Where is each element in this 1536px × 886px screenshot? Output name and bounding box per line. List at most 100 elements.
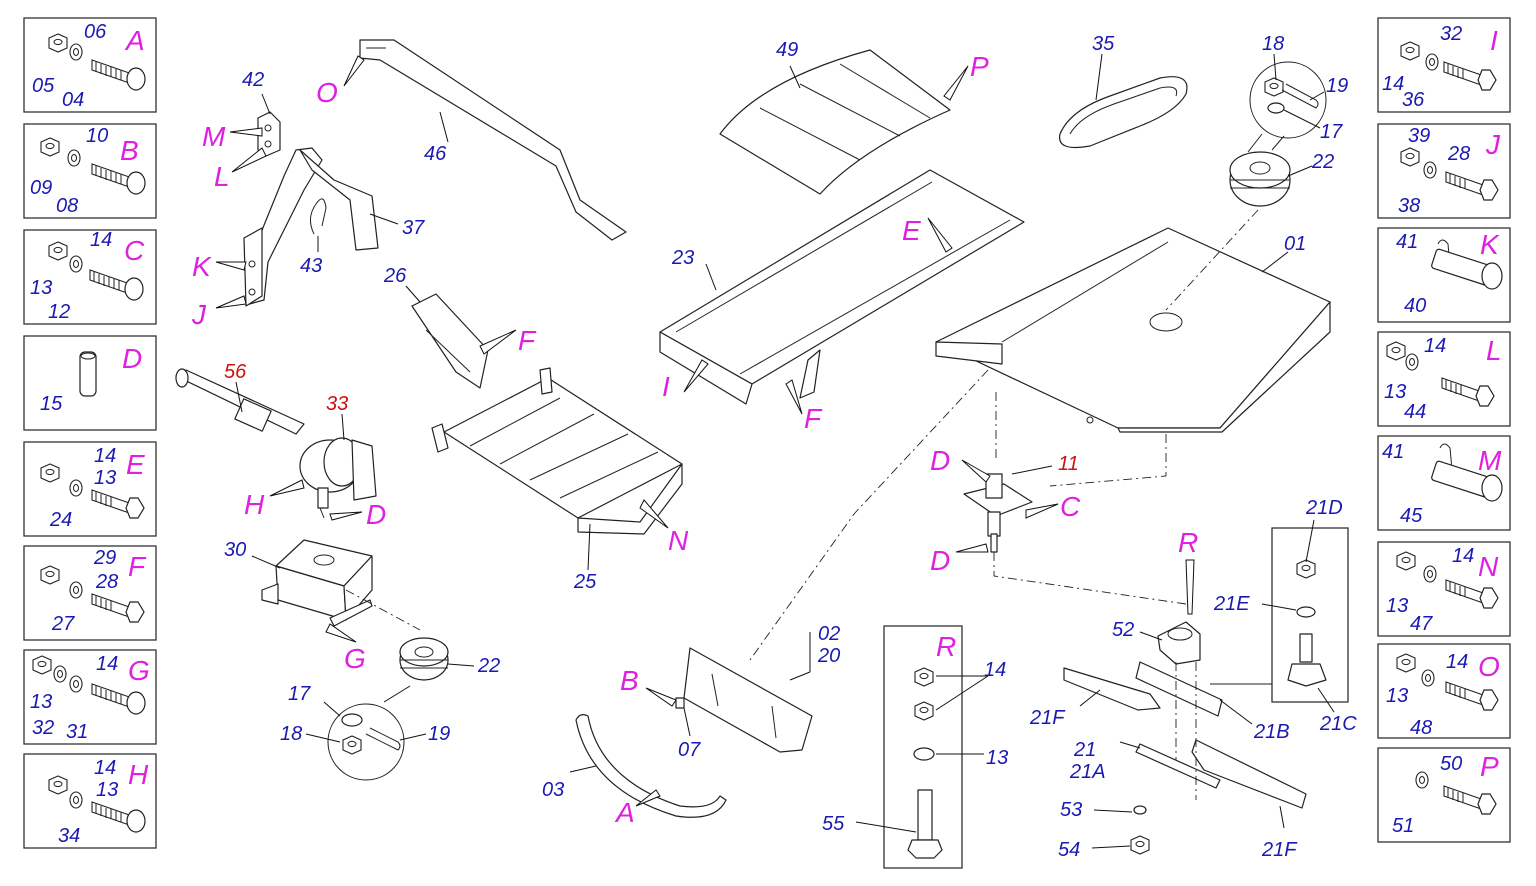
skid-frame [431,367,683,571]
box-num: 34 [58,825,80,847]
detail-box-F: F 29 28 27 [23,545,157,641]
callout-54: 54 [1058,839,1080,861]
box-num: 05 [32,75,55,97]
letter-O: O [316,77,338,108]
box-letter-O: O [1478,651,1500,682]
letter-I: I [662,371,670,402]
box-num: 09 [30,177,52,199]
pto-shaft [175,368,305,435]
letter-F2: F [804,403,823,434]
callout-25: 25 [573,571,597,593]
callout-30: 30 [224,539,246,561]
pointer-arrow [639,499,669,529]
box-letter-A: A [124,25,145,56]
letter-A: A [614,797,635,828]
detail-box-G: G 14 13 32 31 [23,649,157,745]
box-num: 14 [1424,335,1446,357]
callout-21A: 21A [1069,761,1106,783]
letter-R1: R [936,631,956,662]
pointer-arrow [785,379,803,415]
callout-21B: 21B [1253,721,1290,743]
detail-box-I: I 32 14 36 [1377,17,1511,113]
pointer-arrow [927,217,953,253]
detail-box-H: H 14 13 34 [23,753,157,849]
box-letter-M: M [1478,445,1502,476]
box-num: 47 [1410,613,1433,635]
letter-N: N [668,525,689,556]
box-num: 36 [1402,89,1425,111]
box-num: 13 [1386,595,1408,617]
box-num: 29 [93,547,116,569]
shield-cover [719,49,951,195]
detail-box-P: P 50 51 [1377,747,1511,843]
letter-G: G [344,643,366,674]
pointer-arrow [479,329,517,355]
letter-K: K [192,251,212,282]
box-letter-F: F [128,551,147,582]
box-num: 45 [1400,505,1423,527]
callout-55: 55 [822,813,845,835]
drive-belt [1058,53,1188,149]
box-num: 50 [1440,753,1462,775]
callout-07: 07 [678,739,701,761]
skid-shoe [683,632,813,753]
box-letter-P: P [1480,751,1499,782]
callout-01: 01 [1284,233,1306,255]
callout-21F-lower: 21F [1261,839,1298,861]
callout-21E: 21E [1213,593,1250,615]
pulley-22-right [1229,151,1313,207]
box-letter-C: C [124,235,145,266]
detail-box-M: M 41 45 [1377,435,1511,531]
callout-18-left: 18 [280,723,302,745]
detail-box-R [855,625,989,869]
detail-box-K: K 41 40 [1377,227,1511,323]
callout-02: 02 [818,623,840,645]
detail-box-B: B 10 09 08 [23,123,157,219]
box-num: 14 [96,653,118,675]
detail-box-N: N 14 13 47 [1377,541,1511,637]
callout-49: 49 [776,39,798,61]
pointer-arrow [325,623,357,643]
deck-frame [659,169,1025,405]
box-num: 14 [1452,545,1474,567]
detail-box-21 [1210,519,1349,713]
box-num: 14 [1382,73,1404,95]
callout-20: 20 [817,645,840,667]
callout-22-right: 22 [1311,151,1334,173]
callout-21C: 21C [1319,713,1357,735]
pointer-arrow [329,511,363,521]
letter-B: B [620,665,639,696]
callout-17-left: 17 [288,683,311,705]
bracket-26 [405,285,489,389]
pointer-arrow [1185,559,1195,615]
callout-18-right: 18 [1262,33,1284,55]
callout-26: 26 [383,265,407,287]
letter-H: H [244,489,265,520]
callout-21F-upper: 21F [1029,707,1066,729]
callout-11: 11 [1058,453,1079,475]
detail-box-J: J 39 28 38 [1377,123,1511,219]
pointer-arrow [231,147,267,173]
callout-37: 37 [402,217,425,239]
box-letter-G: G [128,655,150,686]
skid-strap [569,714,727,818]
callout-53: 53 [1060,799,1082,821]
letter-D1: D [366,499,386,530]
box-letter-B: B [120,135,139,166]
pointer-arrow [1025,503,1059,519]
letter-D3: D [930,545,950,576]
callout-19-left: 19 [428,723,450,745]
callout-17-right: 17 [1320,121,1343,143]
detail-box-O: O 14 13 48 [1377,643,1511,739]
box-num: 10 [86,125,108,147]
letter-E: E [902,215,921,246]
box-num: 41 [1382,441,1404,463]
box-num: 13 [94,467,116,489]
box-num: 15 [40,393,63,415]
detail-box-C: C 14 13 12 [23,229,157,325]
pointer-arrow [961,459,991,483]
letter-D2: D [930,445,950,476]
blade-holder [1139,621,1201,665]
detail-box-L: L 14 13 44 [1377,331,1511,427]
box-num: 14 [1446,651,1468,673]
